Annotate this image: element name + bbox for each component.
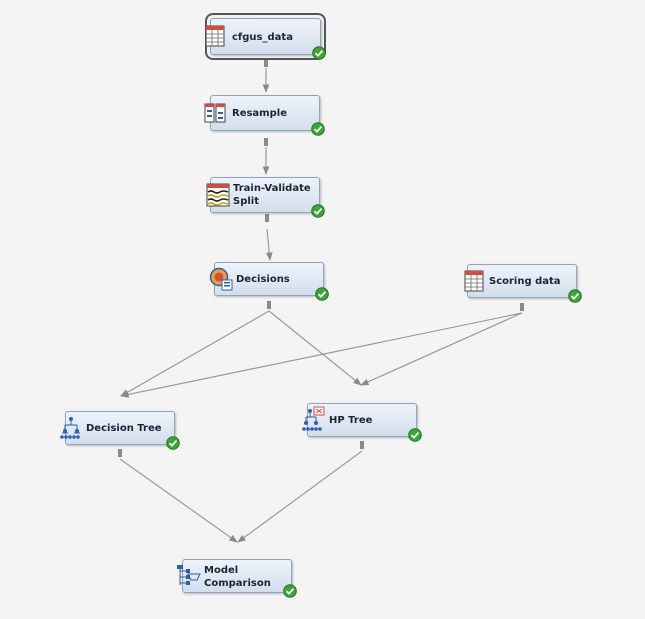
edge-split-decisions	[265, 228, 273, 261]
node-label: Model Comparison	[204, 565, 271, 589]
node-model-comparison[interactable]: Model Comparison	[177, 559, 297, 598]
decisions-icon	[209, 267, 233, 291]
edge-hptree-modelcomparison	[237, 450, 363, 543]
node-label: Scoring data	[489, 276, 561, 287]
edge-scoring-hptree	[360, 312, 523, 386]
node-decisions[interactable]: Decisions	[209, 262, 329, 301]
output-port[interactable]	[265, 214, 269, 222]
node-label: Resample	[232, 108, 287, 119]
edge-decisions-hptree	[268, 310, 362, 386]
check-icon	[312, 46, 326, 60]
split-icon	[206, 183, 230, 207]
output-port[interactable]	[360, 441, 364, 449]
node-hp-tree[interactable]: HP Tree	[302, 403, 422, 442]
node-label: Decisions	[236, 274, 290, 285]
node-decision-tree[interactable]: Decision Tree	[60, 411, 180, 450]
check-icon	[315, 287, 329, 301]
edge-decisions-decisiontree	[120, 310, 270, 397]
node-label: cfgus_data	[232, 32, 293, 43]
output-port[interactable]	[264, 59, 268, 67]
model-comparison-icon	[177, 565, 201, 585]
check-icon	[166, 436, 180, 450]
node-resample[interactable]: Resample	[204, 95, 325, 136]
data-table-icon	[464, 270, 484, 292]
node-train-validate-split[interactable]: Train-Validate Split	[206, 177, 325, 218]
edge-scoring-decisiontree	[120, 312, 523, 398]
check-icon	[283, 584, 297, 598]
edge-decisiontree-modelcomparison	[119, 458, 238, 543]
check-icon	[568, 289, 582, 303]
node-scoring-data[interactable]: Scoring data	[464, 264, 582, 303]
check-icon	[311, 204, 325, 218]
output-port[interactable]	[267, 301, 271, 309]
output-port[interactable]	[264, 138, 268, 146]
node-label: Decision Tree	[86, 423, 162, 434]
resample-icon	[204, 103, 226, 123]
data-table-icon	[205, 25, 225, 47]
node-label: HP Tree	[329, 415, 373, 426]
check-icon	[311, 122, 325, 136]
hp-tree-icon	[302, 406, 325, 431]
node-label: Train-Validate Split	[233, 183, 311, 207]
output-port[interactable]	[520, 303, 524, 311]
output-port[interactable]	[118, 449, 122, 457]
tree-icon	[60, 417, 80, 439]
check-icon	[408, 428, 422, 442]
node-cfgus-data[interactable]: cfgus_data	[205, 13, 326, 60]
